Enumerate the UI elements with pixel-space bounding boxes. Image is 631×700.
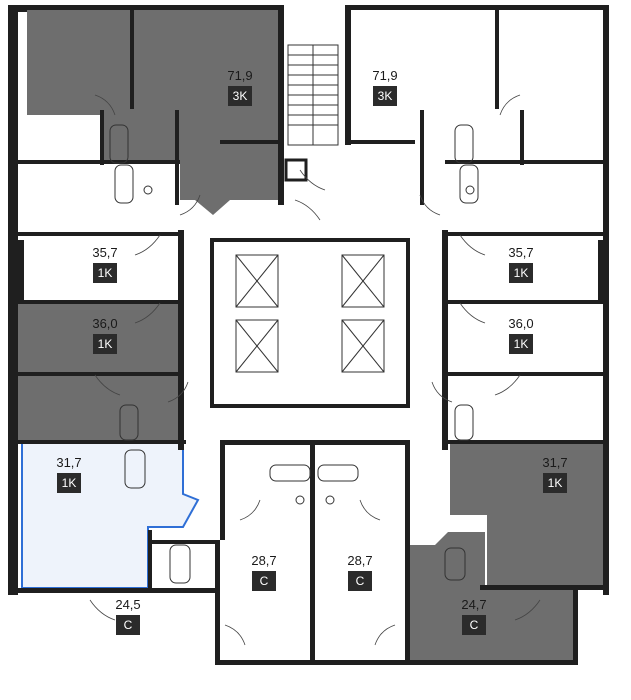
apartment-area-apt-right-4: 31,7 xyxy=(542,455,567,470)
apartment-area-apt-left-4: 31,7 xyxy=(56,455,81,470)
apartment-area-apt-left-2: 35,7 xyxy=(92,245,117,260)
apartment-type-badge-apt-bottom-left xyxy=(116,615,140,635)
apartment-type-badge-apt-left-3 xyxy=(93,334,117,354)
walls xyxy=(8,5,609,665)
apartment-type-apt-bottom-left: C xyxy=(124,618,133,632)
apartment-area-apt-bottom-right: 24,7 xyxy=(461,597,486,612)
apartment-left-3[interactable] xyxy=(18,302,180,440)
apartment-type-badge-apt-right-3 xyxy=(509,334,533,354)
apartment-type-apt-left-2: 1K xyxy=(98,266,113,280)
apartment-type-apt-left-3: 1K xyxy=(98,337,113,351)
apartment-type-apt-right-2: 1K xyxy=(514,266,529,280)
apartment-area-apt-center-right: 28,7 xyxy=(347,553,372,568)
apartment-type-badge-apt-right-4 xyxy=(543,473,567,493)
door-swings xyxy=(89,94,541,646)
elevator-shafts xyxy=(235,254,385,373)
apartment-type-badge-apt-right-2 xyxy=(509,263,533,283)
apartment-bottom-right[interactable] xyxy=(410,532,575,660)
apartment-type-apt-center-left: C xyxy=(260,574,269,588)
apartment-type-apt-center-right: C xyxy=(356,574,365,588)
apartment-area-apt-bottom-left: 24,5 xyxy=(115,597,140,612)
apartment-type-badge-apt-top-left xyxy=(228,86,252,106)
apartment-area-apt-right-3: 36,0 xyxy=(508,316,533,331)
apartment-labels: 71,9 3K 71,9 3K 35,7 1K 35,7 1K 36,0 1K 36,0 1K 31,7… xyxy=(56,68,568,635)
apartment-type-apt-top-right: 3K xyxy=(378,89,393,103)
apartment-type-apt-top-left: 3K xyxy=(233,89,248,103)
apartment-right-4[interactable] xyxy=(450,443,608,585)
apartment-type-badge-apt-left-4 xyxy=(57,473,81,493)
apartment-area-apt-top-right: 71,9 xyxy=(372,68,397,83)
apartment-type-apt-right-3: 1K xyxy=(514,337,529,351)
apartment-type-badge-apt-top-right xyxy=(373,86,397,106)
apartment-area-apt-top-left: 71,9 xyxy=(227,68,252,83)
staircase xyxy=(287,44,339,146)
apartment-area-apt-left-3: 36,0 xyxy=(92,316,117,331)
apartment-type-apt-bottom-right: C xyxy=(470,618,479,632)
apartment-type-badge-apt-center-left xyxy=(252,571,276,591)
apartment-type-apt-right-4: 1K xyxy=(548,476,563,490)
apartment-area-apt-right-2: 35,7 xyxy=(508,245,533,260)
apartment-type-badge-apt-bottom-right xyxy=(462,615,486,635)
apartment-top-left[interactable] xyxy=(27,9,278,215)
apartment-type-badge-apt-left-2 xyxy=(93,263,117,283)
apartment-type-apt-left-4: 1K xyxy=(62,476,77,490)
bathroom-fixtures xyxy=(109,124,479,584)
apartment-type-badge-apt-center-right xyxy=(348,571,372,591)
apartment-area-apt-center-left: 28,7 xyxy=(251,553,276,568)
